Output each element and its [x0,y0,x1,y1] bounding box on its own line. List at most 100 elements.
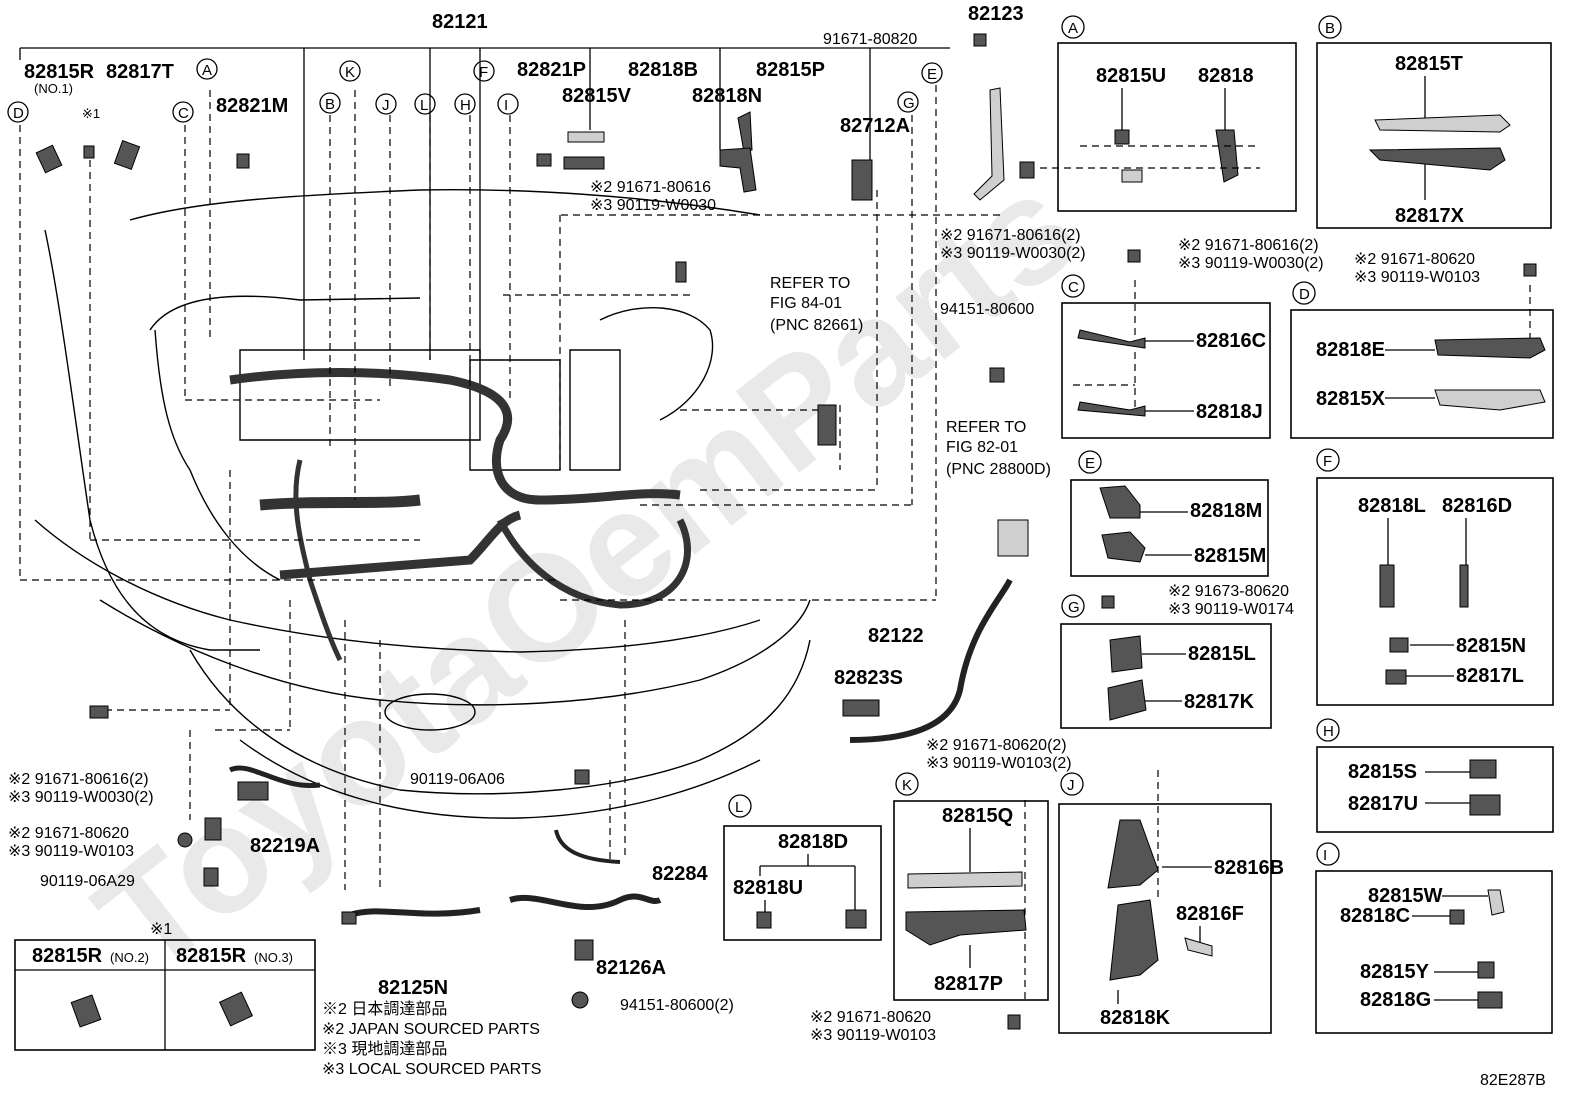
detail-box-B: B 82815T 82817X [1316,15,1552,229]
callout-B: B [325,96,335,113]
label-82818N: 82818N [692,85,762,107]
callout-E: E [927,66,937,83]
E-part-2: 82815M [1194,545,1266,567]
label-82122: 82122 [868,625,924,647]
K-fastener-a: ※2 91671-80620 [810,1009,931,1026]
fastener-top-b: ※3 90119-W0030 [590,197,716,214]
refer2-line2: FIG 82-01 [946,439,1018,456]
label-82219A: 82219A [250,835,320,857]
callout-L: L [420,97,428,114]
detail-box-G: G ※2 91673-80620 ※3 90119-W0174 82815L 8… [1060,583,1294,729]
label-94151-80600: 94151-80600 [940,301,1034,318]
svg-text:B: B [1325,20,1335,37]
callout-D: D [13,105,24,122]
note-col2-sub: (NO.3) [254,950,293,965]
F-part-2: 82816D [1442,495,1512,517]
callout-I: I [504,97,508,114]
label-82821M: 82821M [216,95,288,117]
note-box-82815R: ※1 82815R (NO.2) 82815R (NO.3) [14,921,316,1051]
diagram-code: 82E287B [1480,1072,1546,1089]
label-82823S: 82823S [834,667,903,689]
F-part-4: 82817L [1456,665,1524,687]
fastener-82122-a: ※2 91671-80620(2) [926,737,1067,754]
refer2-line1: REFER TO [946,419,1026,436]
refer1-line3: (PNC 82661) [770,317,863,334]
F-part-1: 82818L [1358,495,1426,517]
L-part-2: 82818U [733,877,803,899]
J-part-1: 82816B [1214,857,1284,879]
J-part-3: 82818K [1100,1007,1171,1029]
label-82818B: 82818B [628,59,698,81]
note-col1-sub: (NO.2) [110,950,149,965]
D-part-2: 82815X [1316,388,1386,410]
note-2: ※2 JAPAN SOURCED PARTS [322,1021,540,1038]
callout-J: J [382,97,390,114]
label-82815V: 82815V [562,85,632,107]
svg-text:H: H [1323,723,1334,740]
main-part-shapes [35,33,1035,1009]
label-82712A: 82712A [840,115,910,137]
note-3: ※3 現地調達部品 [322,1040,447,1058]
C-part-1: 82816C [1196,330,1266,352]
bottom-labels: 82122 82823S ※2 91671-80620(2) ※3 90119-… [8,625,1072,1014]
label-82123: 82123 [968,3,1024,25]
refer2-line3: (PNC 28800D) [946,461,1051,478]
top-labels: 82121 82123 91671-80820 82815R (NO.1) 82… [24,3,1086,478]
F-part-3: 82815N [1456,635,1526,657]
callout-G: G [903,95,915,112]
fastener-left-a: ※2 91671-80616(2) [8,771,149,788]
label-90119-06A06: 90119-06A06 [410,771,505,788]
fastener-82219-a: ※2 91671-80620 [8,825,129,842]
refer1-line1: REFER TO [770,275,850,292]
label-91671-80820: 91671-80820 [823,31,917,48]
detail-box-J: J 82816B 82816F 82818K [1058,772,1284,1034]
G-fastener-b: ※3 90119-W0174 [1168,601,1294,618]
C-fastener-a: ※2 91671-80616(2) [1178,237,1319,254]
svg-text:L: L [735,799,743,816]
dashed-leaders [19,85,1531,1000]
A-part-2: 82818 [1198,65,1254,87]
L-part-1: 82818D [778,831,848,853]
callout-K: K [345,64,355,81]
detail-box-E: E 82818M 82815M [1070,450,1269,577]
detail-box-D: D ※2 91671-80620 ※3 90119-W0103 82818E 8… [1290,251,1554,439]
K-part-2: 82817P [934,973,1003,995]
C-part-2: 82818J [1196,401,1263,423]
sourcing-notes: ※2 日本調達部品 ※2 JAPAN SOURCED PARTS ※3 現地調達… [322,1000,541,1078]
H-part-1: 82815S [1348,761,1417,783]
detail-box-F: F 82818L 82816D 82815N 82817L [1316,448,1554,706]
label-82815R-no1-sub: (NO.1) [34,81,73,96]
E-part-1: 82818M [1190,500,1262,522]
H-part-2: 82817U [1348,793,1418,815]
note-4: ※3 LOCAL SOURCED PARTS [322,1061,541,1078]
I-part-3: 82815Y [1360,961,1430,983]
fastener-82219-b: ※3 90119-W0103 [8,843,134,860]
svg-text:D: D [1299,286,1310,303]
label-90119-06A29: 90119-06A29 [40,873,135,890]
svg-text:E: E [1085,455,1095,472]
label-82125N: 82125N [378,977,448,999]
callout-A: A [202,62,212,79]
note-col1-label: 82815R [32,945,103,967]
callout-C: C [178,105,189,122]
G-fastener-a: ※2 91673-80620 [1168,583,1289,600]
detail-box-I: I 82815W 82818C 82815Y 82818G [1315,842,1553,1034]
label-82815R-no1: 82815R [24,61,95,83]
label-82284: 82284 [652,863,708,885]
detail-box-L: L 82818D 82818U [723,794,882,941]
callout-F: F [479,64,488,81]
label-82126A: 82126A [596,957,666,979]
note-box-title: ※1 [150,921,172,938]
label-82817T: 82817T [106,61,174,83]
fastener-82123-b: ※3 90119-W0030(2) [940,245,1086,262]
svg-text:C: C [1068,279,1079,296]
D-fastener-a: ※2 91671-80620 [1354,251,1475,268]
C-fastener-b: ※3 90119-W0030(2) [1178,255,1324,272]
svg-text:K: K [902,777,912,794]
I-part-1: 82815W [1368,885,1443,907]
callout-H: H [460,97,471,114]
A-part-1: 82815U [1096,65,1166,87]
refer1-line2: FIG 84-01 [770,295,842,312]
detail-box-H: H 82815S 82817U [1316,718,1554,833]
main-callouts: A B C D E F G H I J K L [7,58,943,123]
